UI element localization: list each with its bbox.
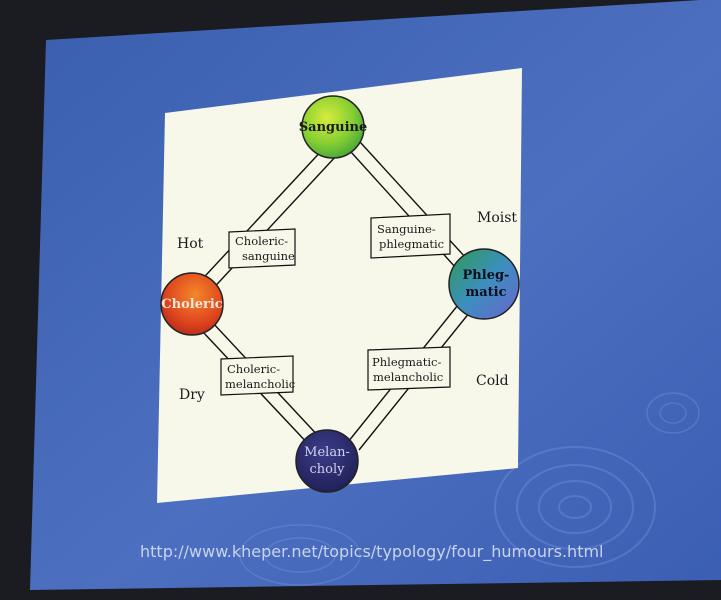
humor-choleric-label: Choleric	[161, 297, 222, 312]
humor-choleric: Choleric	[160, 272, 224, 336]
combo-phlegmatic-melancholic-line1: Phlegmatic-	[372, 355, 441, 369]
combo-choleric-melancholic: Choleric- melancholic	[220, 355, 295, 396]
humor-sanguine-label: Sanguine	[299, 120, 367, 135]
combo-sanguine-phlegmatic-line2: phlegmatic	[379, 237, 444, 251]
source-url: http://www.kheper.net/topics/typology/fo…	[140, 542, 604, 562]
combo-choleric-sanguine-line1: Choleric-	[235, 234, 288, 248]
humor-melancholy-line1: Melan-	[304, 445, 350, 460]
quality-cold: Cold	[476, 373, 509, 389]
quality-moist: Moist	[477, 210, 517, 226]
combo-choleric-sanguine: Choleric- sanguine	[228, 228, 296, 269]
combo-choleric-melancholic-line2: melancholic	[225, 377, 295, 391]
humor-phlegmatic-line1: Phleg-	[463, 268, 510, 283]
humor-melancholy-line2: choly	[310, 462, 346, 477]
combo-choleric-sanguine-line2: sanguine	[242, 249, 295, 263]
quality-dry: Dry	[179, 387, 205, 403]
humor-phlegmatic-line2: matic	[465, 285, 506, 300]
combo-sanguine-phlegmatic: Sanguine- phlegmatic	[370, 213, 451, 259]
quality-hot: Hot	[177, 236, 204, 252]
humor-melancholy: Melan- choly	[295, 429, 359, 493]
combo-sanguine-phlegmatic-line1: Sanguine-	[377, 222, 436, 236]
combo-choleric-melancholic-line1: Choleric-	[227, 362, 280, 376]
humor-phlegmatic: Phleg- matic	[448, 248, 520, 320]
combo-phlegmatic-melancholic-line2: melancholic	[373, 370, 443, 384]
ripple-decoration	[239, 392, 700, 586]
humor-sanguine: Sanguine	[299, 95, 367, 159]
combo-phlegmatic-melancholic: Phlegmatic- melancholic	[367, 346, 451, 391]
